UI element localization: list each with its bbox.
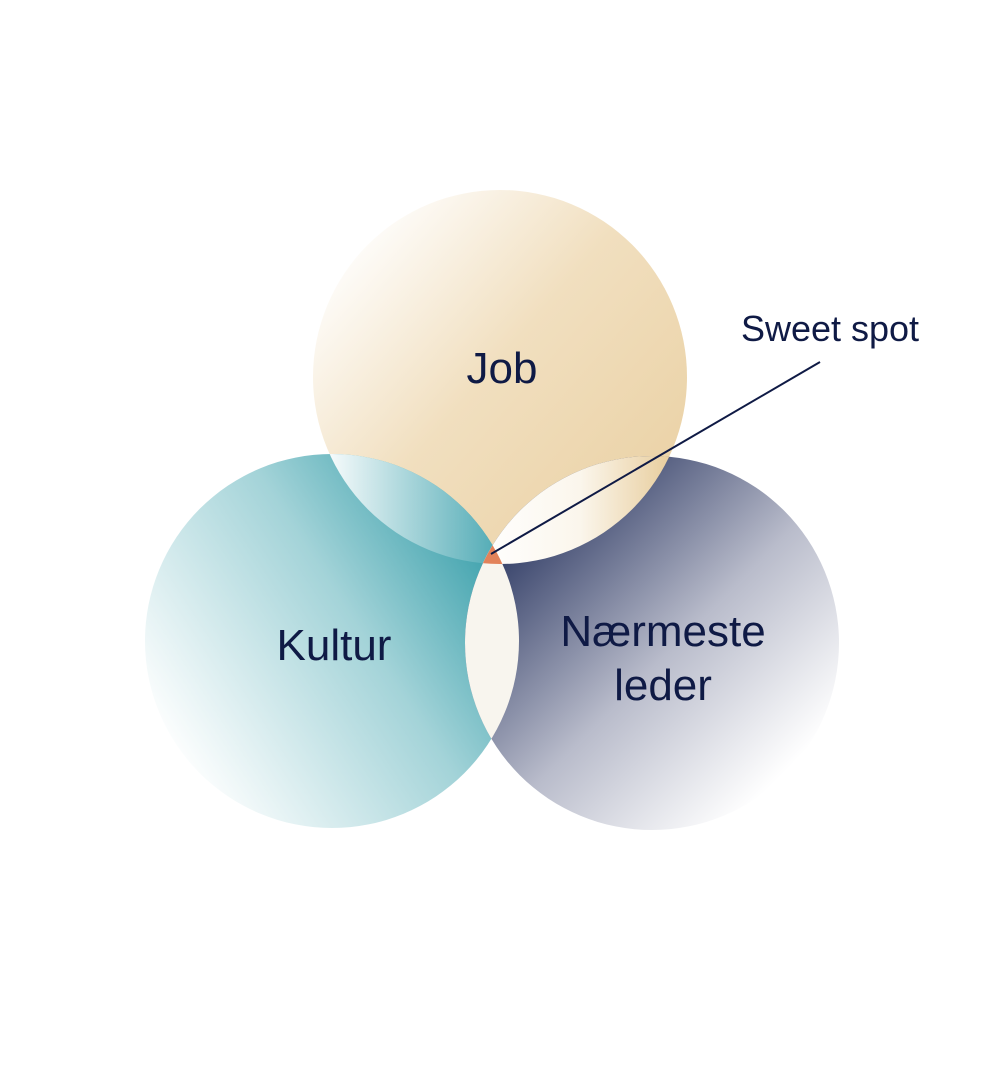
label-sweet-spot: Sweet spot (741, 308, 919, 349)
label-job: Job (467, 344, 538, 393)
label-leder-line1: Nærmeste (560, 607, 765, 656)
sweet-spot-pointer (490, 361, 821, 555)
label-kultur: Kultur (277, 621, 392, 670)
label-leder-line2: leder (614, 661, 712, 710)
